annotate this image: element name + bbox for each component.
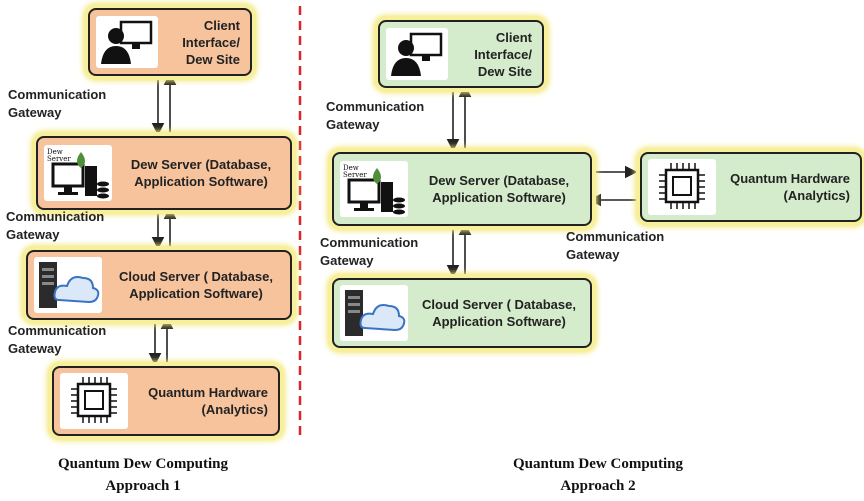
cpu-chip-icon [60, 373, 128, 429]
a2-gateway-3: Communication Gateway [566, 229, 665, 262]
svg-text:Dew: Dew [343, 164, 359, 172]
svg-text:Server: Server [47, 155, 71, 163]
a2-client-label: Client Interface/ Dew Site [474, 29, 532, 79]
a2-dew-server-box: Dew Server Dew Server (Database, Applica… [332, 152, 592, 226]
a2-caption: Quantum Dew Computing Approach 2 [512, 456, 684, 494]
svg-text:Dew: Dew [47, 148, 63, 156]
a1-gateway-1: Communication Gateway [8, 87, 107, 120]
a1-client-label: Client Interface/ Dew Site [182, 17, 240, 67]
user-computer-icon [386, 28, 448, 80]
cloud-server-icon [340, 285, 408, 341]
a1-dew-server-label: Dew Server (Database, Application Softwa… [130, 157, 272, 189]
a2-quantum-box: Quantum Hardware (Analytics) [640, 152, 862, 222]
a2-cloud-server-label: Cloud Server ( Database, Application Sof… [422, 297, 576, 329]
a2-cloud-server-box: Cloud Server ( Database, Application Sof… [332, 278, 592, 348]
a1-cloud-server-label: Cloud Server ( Database, Application Sof… [119, 269, 273, 301]
a1-quantum-box: Quantum Hardware (Analytics) [52, 366, 280, 436]
svg-text:Server: Server [343, 171, 367, 179]
a2-client-box: Client Interface/ Dew Site [378, 20, 544, 88]
a1-client-box: Client Interface/ Dew Site [88, 8, 252, 76]
a1-cloud-server-box: Cloud Server ( Database, Application Sof… [26, 250, 292, 320]
user-computer-icon [96, 16, 158, 68]
a1-dew-server-box: Dew Server Dew Server (Database, Applica… [36, 136, 292, 210]
cpu-chip-icon [648, 159, 716, 215]
a1-gateway-3: Communication Gateway [8, 323, 107, 356]
a1-gateway-2: Communication Gateway [6, 209, 105, 242]
a1-caption: Quantum Dew Computing Approach 1 [57, 456, 229, 494]
cloud-server-icon [34, 257, 102, 313]
dew-server-icon: Dew Server [340, 161, 408, 217]
a2-gateway-2: Communication Gateway [320, 235, 419, 268]
a2-dew-server-label: Dew Server (Database, Application Softwa… [428, 173, 570, 205]
a2-quantum-label: Quantum Hardware (Analytics) [730, 171, 850, 203]
dew-server-icon: Dew Server [44, 145, 112, 201]
a2-gateway-1: Communication Gateway [326, 99, 425, 132]
a1-quantum-label: Quantum Hardware (Analytics) [148, 385, 268, 417]
